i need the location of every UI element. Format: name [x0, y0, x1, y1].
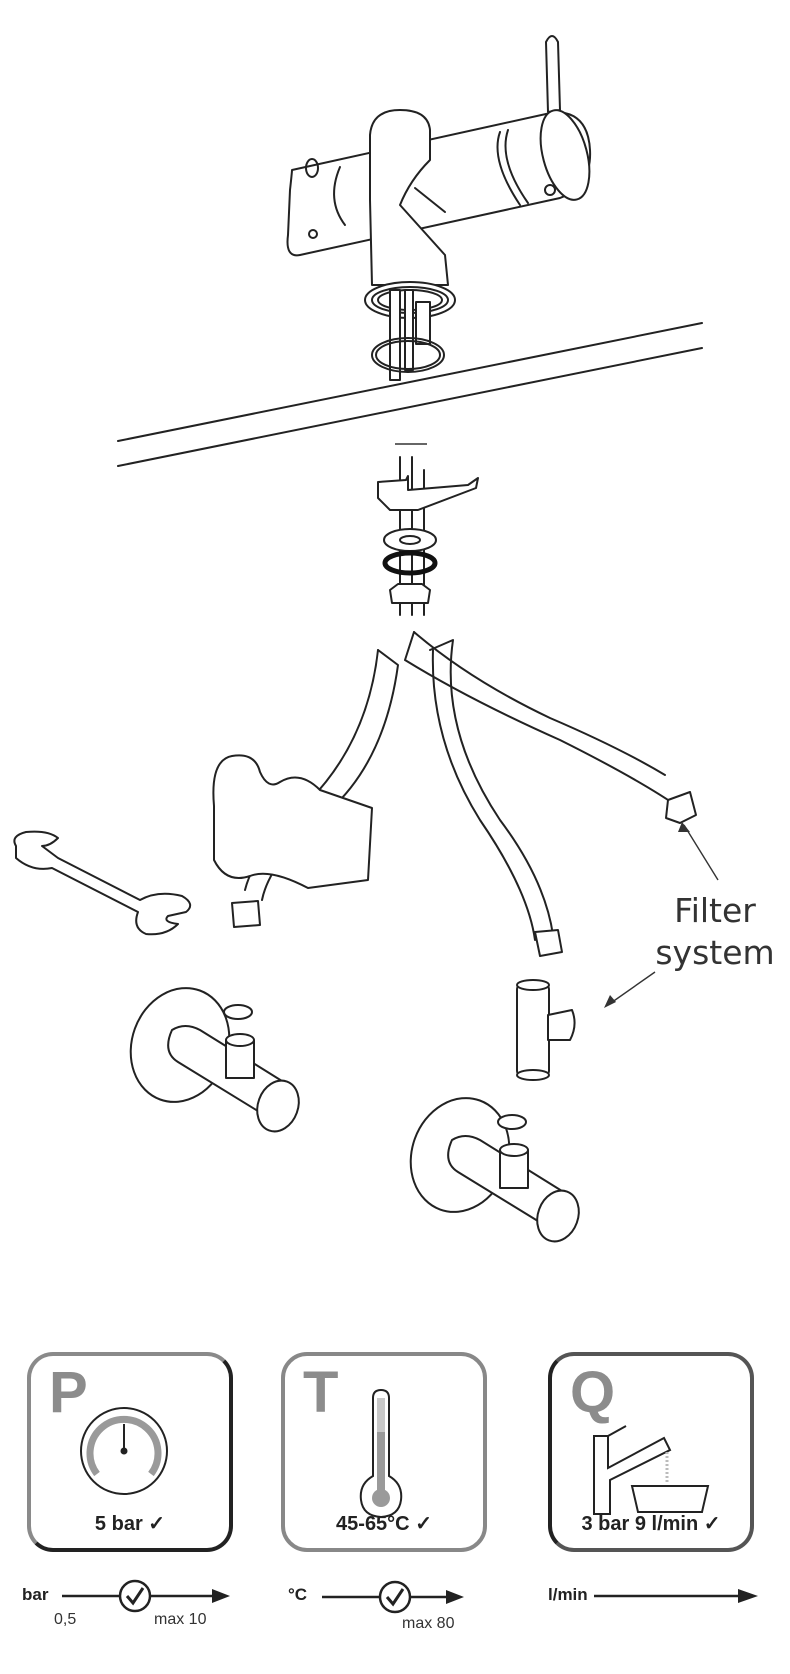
temperature-value: 45-65°C ✓ [336, 1513, 432, 1535]
thermometer-icon [359, 1388, 403, 1519]
faucet [286, 35, 592, 381]
t-connector [516, 971, 656, 1081]
pressure-scale: bar 0,5 max 10 [22, 1575, 252, 1635]
temperature-letter: T [303, 1360, 339, 1425]
pressure-panel: P 5 bar ✓ [27, 1352, 233, 1552]
flow-value: 3 bar 9 l/min ✓ [581, 1513, 721, 1535]
pressure-unit: bar [22, 1585, 49, 1604]
pressure-scale-arrow [62, 1579, 230, 1613]
temperature-scale: °C max 80 [288, 1575, 518, 1635]
pressure-letter: P [49, 1360, 88, 1425]
temperature-unit: °C [288, 1585, 308, 1604]
filter-system-callout: Filter system [640, 890, 790, 974]
flow-panel: Q 3 bar 9 l/min ✓ [548, 1352, 754, 1552]
check-icon: ✓ [148, 1513, 166, 1535]
flow-letter: Q [570, 1360, 616, 1425]
angle-valve-left [129, 987, 300, 1133]
flow-scale: l/min [548, 1575, 788, 1635]
flow-unit: l/min [548, 1585, 588, 1604]
flow-scale-arrow [594, 1589, 758, 1603]
temperature-panel: T 45-65°C ✓ [281, 1352, 487, 1552]
countertop [117, 322, 703, 467]
hand [212, 754, 373, 889]
pressure-max-label: max 10 [154, 1611, 207, 1628]
wrench-icon [13, 830, 192, 936]
callout-line-1: Filter [674, 891, 756, 930]
pressure-min-label: 0,5 [54, 1611, 77, 1628]
check-icon: ✓ [703, 1513, 721, 1535]
temperature-max-label: max 80 [402, 1615, 455, 1632]
mounting-kit [377, 443, 479, 616]
pressure-gauge-icon [80, 1407, 168, 1495]
ok-check-icon [378, 1580, 412, 1614]
installation-illustration [13, 35, 719, 1243]
callout-line-2: system [655, 933, 775, 972]
ok-check-icon [118, 1579, 152, 1613]
angle-valve-right [409, 1097, 580, 1243]
faucet-flow-icon [593, 1425, 710, 1515]
check-icon: ✓ [415, 1513, 432, 1535]
pressure-value: 5 bar ✓ [94, 1513, 166, 1535]
temperature-scale-arrow [322, 1580, 464, 1614]
